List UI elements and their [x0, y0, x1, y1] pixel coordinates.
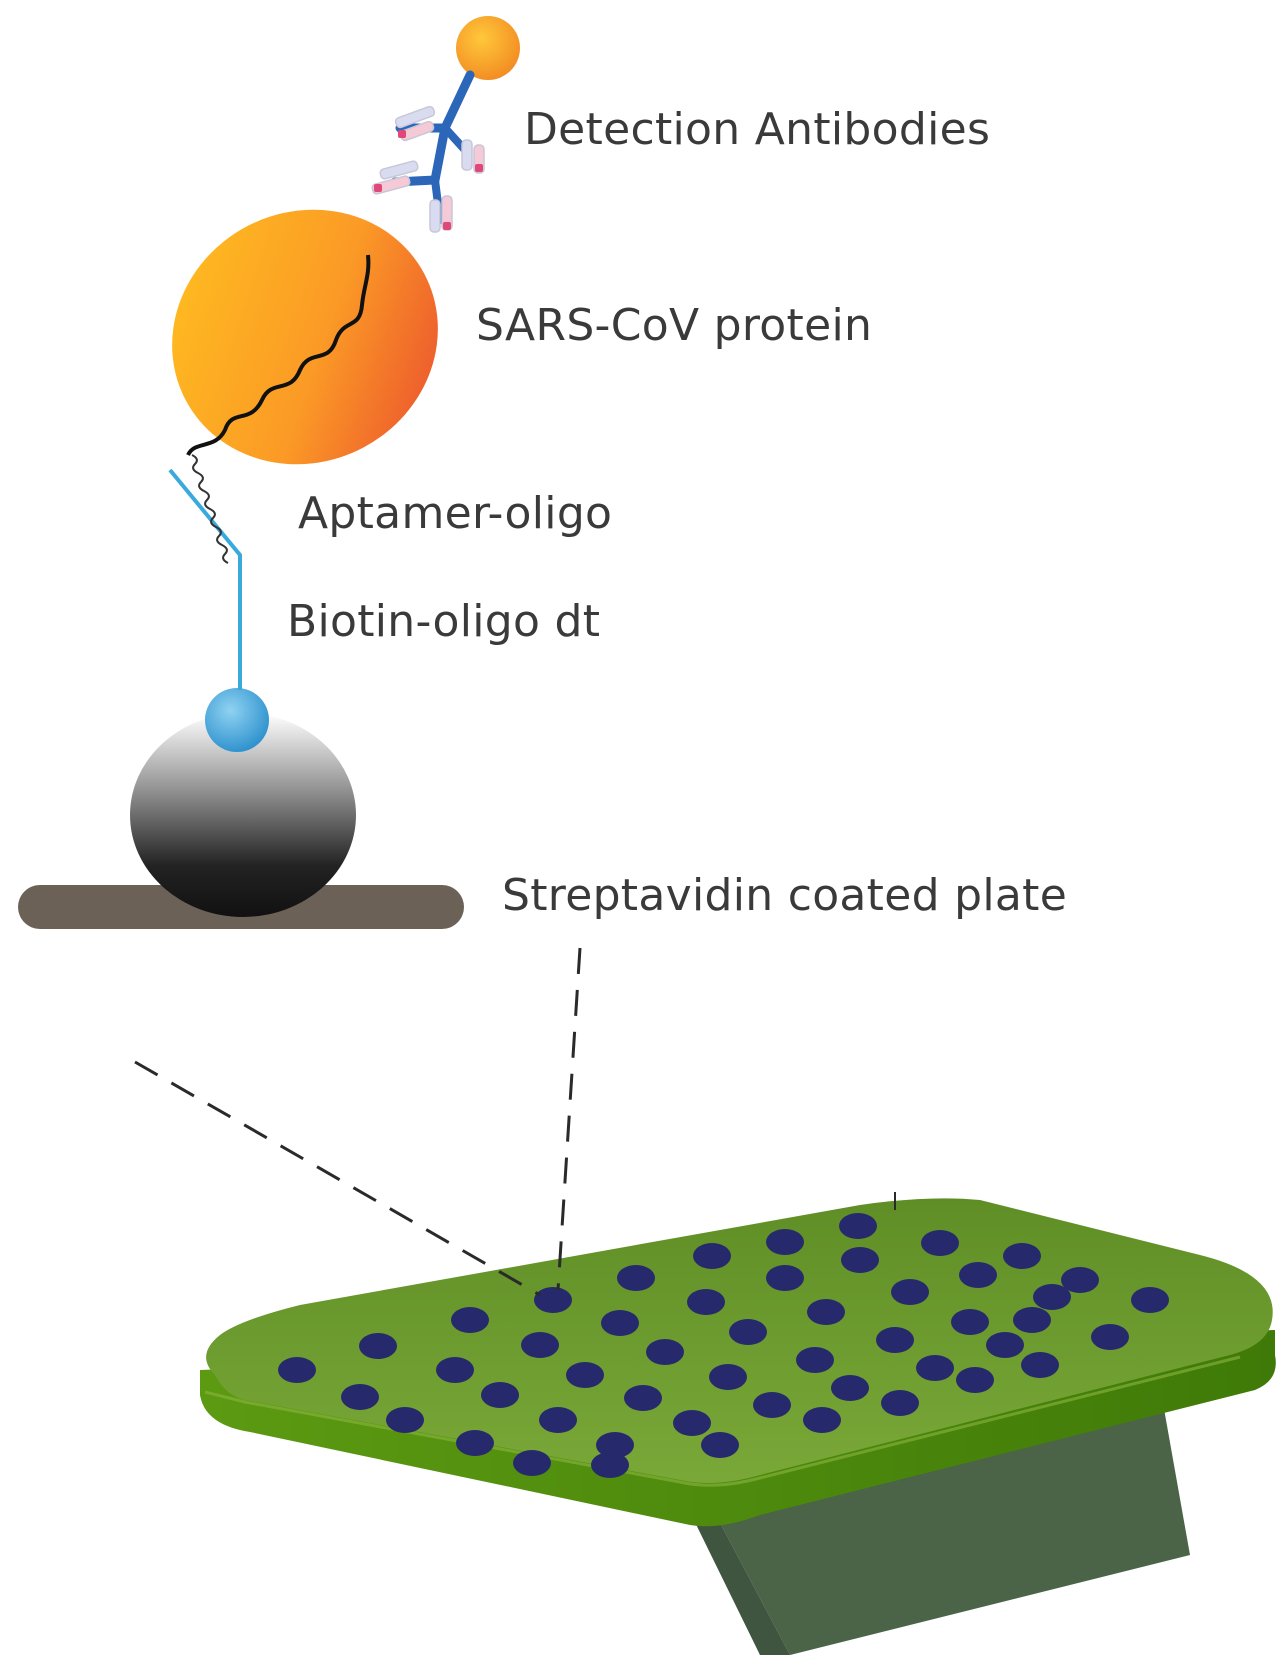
well-dot [386, 1407, 424, 1433]
well-dot [601, 1310, 639, 1336]
label-aptamer-oligo: Aptamer-oligo [298, 488, 613, 539]
well-dot [673, 1410, 711, 1436]
well-dot [921, 1230, 959, 1256]
well-dot [701, 1432, 739, 1458]
well-dot [451, 1307, 489, 1333]
well-dot [729, 1319, 767, 1345]
well-dot [1003, 1243, 1041, 1269]
protein-wave [186, 254, 371, 457]
well-dot [624, 1385, 662, 1411]
detection-antibody [371, 16, 520, 233]
label-biotin-oligo: Biotin-oligo dt [287, 596, 601, 647]
well-dot [709, 1364, 747, 1390]
biotin-oligo-linker [168, 468, 242, 690]
well-dot [341, 1384, 379, 1410]
well-dot [646, 1339, 684, 1365]
well-dot [839, 1213, 877, 1239]
zoom-dashed-lines [134, 947, 582, 1297]
aptamer-squiggle [191, 454, 229, 564]
well-dot [959, 1262, 997, 1288]
well-dot [956, 1367, 994, 1393]
well-dot [1013, 1307, 1051, 1333]
well-dot [687, 1289, 725, 1315]
label-streptavidin-plate: Streptavidin coated plate [502, 870, 1068, 921]
well-dot [521, 1332, 559, 1358]
label-sars-cov-protein: SARS-CoV protein [476, 300, 873, 351]
well-dot [803, 1407, 841, 1433]
well-dot [766, 1229, 804, 1255]
well-dot [881, 1390, 919, 1416]
well-dot [693, 1243, 731, 1269]
well-dot [876, 1327, 914, 1353]
well-dot [596, 1432, 634, 1458]
well-dot [1033, 1284, 1071, 1310]
well-dot [1091, 1324, 1129, 1350]
well-dot [796, 1347, 834, 1373]
well-dot [566, 1362, 604, 1388]
well-dot [456, 1430, 494, 1456]
well-dot [951, 1309, 989, 1335]
well-dot [591, 1452, 629, 1478]
antibody-label-ball [456, 16, 520, 80]
well-dot [766, 1265, 804, 1291]
well-dot [1131, 1287, 1169, 1313]
well-dot [891, 1279, 929, 1305]
well-dot [1021, 1352, 1059, 1378]
well-dot [513, 1450, 551, 1476]
well-dot [534, 1287, 572, 1313]
well-dot [436, 1357, 474, 1383]
well-dot [916, 1355, 954, 1381]
well-dot [1061, 1267, 1099, 1293]
well-dot [481, 1382, 519, 1408]
sars-cov-protein [172, 209, 438, 465]
well-dot [617, 1265, 655, 1291]
well-dot [539, 1407, 577, 1433]
well-dot [807, 1299, 845, 1325]
well-dots [278, 1213, 1169, 1478]
well-dot [278, 1357, 316, 1383]
bead [130, 713, 356, 917]
well-dot [841, 1247, 879, 1273]
biotin-ball [205, 688, 269, 752]
well-dot [986, 1332, 1024, 1358]
well-dot [359, 1333, 397, 1359]
well-dot [831, 1375, 869, 1401]
label-detection-antibodies: Detection Antibodies [524, 104, 991, 155]
well-dot [753, 1392, 791, 1418]
